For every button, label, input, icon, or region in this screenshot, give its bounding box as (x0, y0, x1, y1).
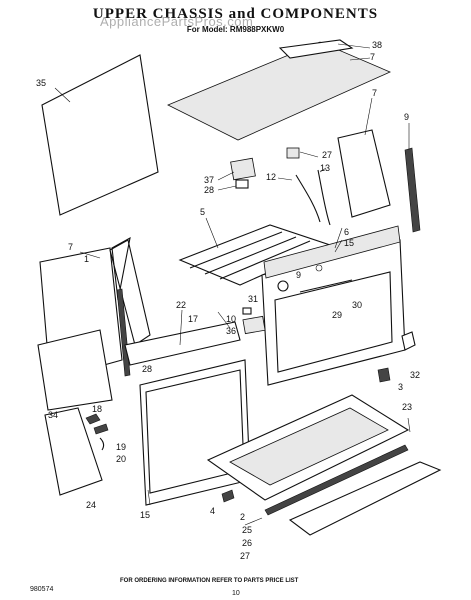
callout-22: 24 (86, 500, 96, 510)
callout-15: 15 (140, 510, 150, 520)
bracket (93, 423, 109, 435)
lamp-socket (230, 157, 256, 181)
control-strip (263, 225, 401, 279)
callout-7-lower: 7 (68, 242, 73, 252)
tray-strip (288, 461, 442, 536)
callout-7-upper: 7 (372, 88, 377, 98)
page-number: 10 (232, 590, 240, 597)
watermark: AppliancePartsPros.com (100, 14, 254, 29)
callout-5: 5 (200, 207, 205, 217)
callout-31: 30 (352, 300, 362, 310)
tray-rail (264, 444, 409, 516)
callout-26: 27 (240, 551, 250, 561)
lamp-socket-lower (242, 315, 266, 335)
lower-left-panel (37, 329, 113, 411)
callout-33: 32 (410, 370, 420, 380)
top-panel (167, 41, 391, 141)
callout-4: 4 (210, 506, 215, 516)
callout-37: 36 (226, 326, 236, 336)
callout-2: 2 (240, 512, 245, 522)
drawing-number: 980574 (30, 586, 54, 593)
callout-38: 37 (204, 175, 214, 185)
callout-1: 1 (84, 254, 89, 264)
callout-10: 9 (404, 112, 409, 122)
right-side-panel (337, 129, 391, 218)
top-rail (278, 39, 354, 59)
callout-21: 22 (176, 300, 186, 310)
back-panel (41, 54, 159, 216)
bottom-tray-inner (229, 407, 389, 486)
subtitle: For Model: RM988PXKW0 (186, 25, 285, 34)
callout-30: 29 (332, 310, 342, 320)
callout-28: 28 (204, 185, 214, 195)
lower-panel-upper (124, 321, 241, 366)
door-window (274, 271, 393, 373)
callout-35: 34 (48, 410, 58, 420)
switch (286, 147, 300, 159)
side-bracket (109, 239, 151, 346)
callout-8: 7 (370, 52, 375, 62)
title: UPPER CHASSIS and COMPONENTS (92, 6, 379, 22)
callout-17: 17 (188, 314, 198, 324)
callout-3: 3 (398, 382, 403, 392)
callout-27: 27 (322, 150, 332, 160)
callout-23: 25 (242, 525, 252, 535)
small-fastener (221, 489, 235, 503)
bushing (377, 367, 391, 383)
callout-6: 6 (344, 227, 349, 237)
order-note: FOR ORDERING INFORMATION REFER TO PARTS … (120, 578, 299, 584)
callout-25: 26 (242, 538, 252, 548)
callout-20: 20 (116, 454, 126, 464)
callout-11: 10 (226, 314, 236, 324)
callout-13: 13 (320, 163, 330, 173)
clip (85, 413, 101, 425)
callout-29: 28 (142, 364, 152, 374)
callout-12: 12 (266, 172, 276, 182)
knob (277, 280, 289, 292)
callout-24: 23 (402, 402, 412, 412)
small-clip (242, 307, 252, 315)
callout-36: 35 (36, 78, 46, 88)
callout-34: 38 (372, 40, 382, 50)
socket-bracket (235, 179, 249, 189)
cap (401, 331, 416, 351)
side-shield (44, 407, 103, 496)
trim-strip (404, 147, 421, 233)
callout-9: 9 (296, 270, 301, 280)
callout-19: 19 (116, 442, 126, 452)
callout-14: 15 (344, 238, 354, 248)
callout-18: 18 (92, 404, 102, 414)
callout-32: 31 (248, 294, 258, 304)
